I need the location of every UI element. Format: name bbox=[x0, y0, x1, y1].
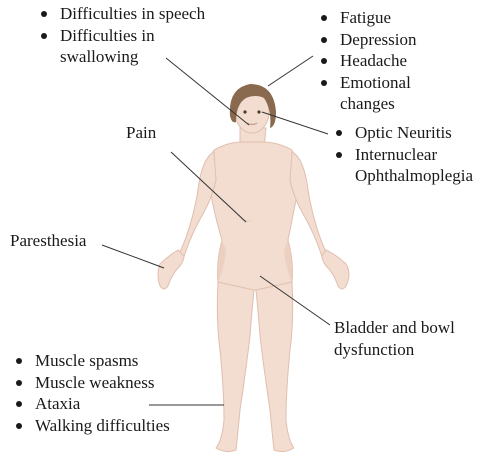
symptom-item: Fatigue bbox=[318, 7, 430, 29]
symptom-item: Difficulties in speech bbox=[38, 3, 205, 25]
pain-label: Pain bbox=[126, 122, 156, 144]
paresthesia-label: Paresthesia bbox=[10, 230, 86, 252]
symptom-text: Difficulties in swallowing bbox=[60, 25, 175, 68]
line-head bbox=[268, 56, 313, 86]
symptom-item: Muscle spasms bbox=[13, 350, 170, 372]
eye-symptoms: Optic Neuritis Internuclear Ophthalmople… bbox=[333, 122, 487, 187]
head bbox=[230, 84, 276, 133]
body-silhouette bbox=[158, 128, 349, 452]
speech-symptoms: Difficulties in speech Difficulties in s… bbox=[38, 3, 205, 68]
symptom-item: Headache bbox=[318, 50, 430, 72]
limb-symptoms: Muscle spasms Muscle weakness Ataxia Wal… bbox=[13, 350, 170, 436]
bladder-text: Bladder and bowl dysfunction bbox=[334, 317, 474, 360]
line-paresthesia bbox=[102, 245, 164, 268]
bladder-label: Bladder and bowl dysfunction bbox=[334, 317, 474, 360]
symptom-item: Difficulties in swallowing bbox=[38, 25, 205, 68]
symptom-text: Emotional changes bbox=[340, 72, 430, 115]
symptom-item: Depression bbox=[318, 29, 430, 51]
pain-text: Pain bbox=[126, 122, 156, 144]
symptom-item: Optic Neuritis bbox=[333, 122, 487, 144]
symptom-item: Walking difficulties bbox=[13, 415, 170, 437]
symptom-item: Muscle weakness bbox=[13, 372, 170, 394]
symptom-item: Internuclear Ophthalmoplegia bbox=[333, 144, 487, 187]
head-symptoms: Fatigue Depression Headache Emotional ch… bbox=[318, 7, 430, 115]
symptom-item: Ataxia bbox=[13, 393, 170, 415]
symptom-item: Emotional changes bbox=[318, 72, 430, 115]
symptom-text: Internuclear Ophthalmoplegia bbox=[355, 144, 487, 187]
paresthesia-text: Paresthesia bbox=[10, 230, 86, 252]
